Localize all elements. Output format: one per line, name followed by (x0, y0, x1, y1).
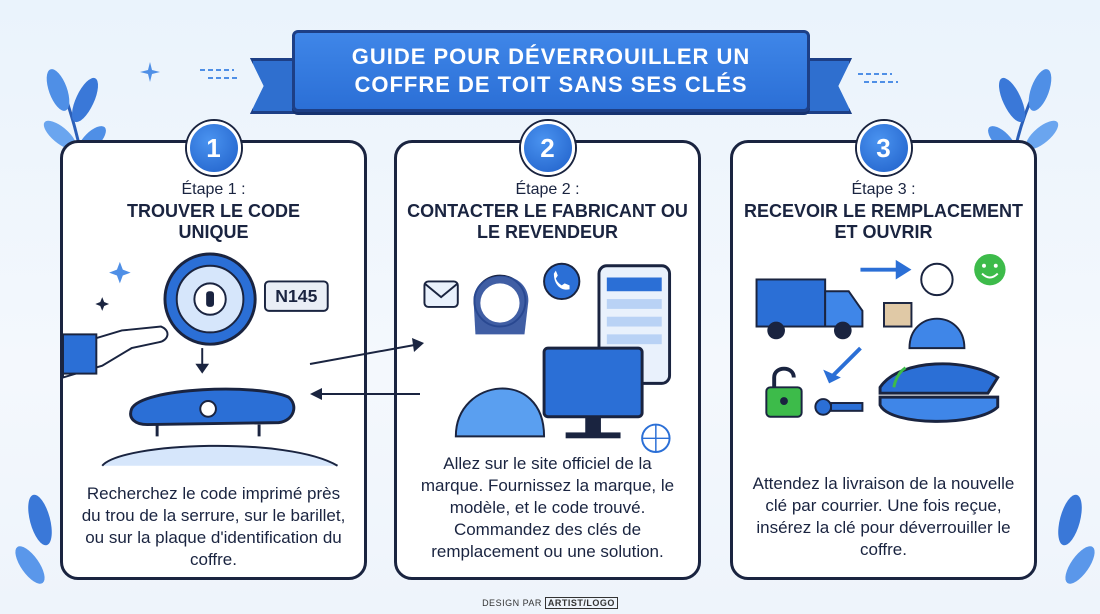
step-description: Attendez la livraison de la nouvelle clé… (752, 474, 1015, 559)
title-line-1: GUIDE POUR DÉVERROUILLER UN (351, 44, 751, 69)
lock-code-illustration: N145 (63, 252, 339, 467)
leaves-bottom-right-icon (1058, 494, 1095, 584)
title-banner: GUIDE POUR DÉVERROUILLER UN COFFRE DE TO… (292, 30, 810, 112)
step-title: TROUVER LE CODE UNIQUE (126, 201, 300, 242)
footer-prefix: DESIGN PAR (482, 598, 542, 608)
step-title: CONTACTER LE FABRICANT OU LE REVENDEUR (407, 201, 688, 242)
leaves-bottom-left-icon (15, 494, 52, 584)
step-number-badge: 2 (520, 121, 575, 175)
step-number-badge: 1 (186, 121, 241, 175)
step-card-2: 2 Étape 2 : CONTACTER LE FABRICANT OU LE… (394, 121, 701, 580)
code-tag: N145 (275, 286, 317, 306)
support-agent-illustration (423, 262, 672, 454)
step-card-3: 3 Étape 3 : RECEVOIR LE REMPLACEMENT ET … (730, 121, 1037, 580)
step-title: RECEVOIR LE REMPLACEMENT ET OUVRIR (743, 201, 1024, 242)
footer-credit: DESIGN PAR ARTIST/LOGO (0, 597, 1100, 609)
speed-lines-right-icon (858, 73, 898, 83)
sparkle-icon (140, 62, 160, 82)
step-description: Allez sur le site officiel de la marque.… (420, 454, 675, 561)
step-card-1: 1 Étape 1 : TROUVER LE CODE UNIQUE N145 … (60, 121, 367, 580)
speed-lines-left-icon (200, 69, 240, 79)
footer-logo: ARTIST/LOGO (544, 597, 618, 609)
arrow-card1-to-card2-icon (309, 338, 424, 400)
title-line-2: COFFRE DE TOIT SANS SES CLÉS (354, 72, 748, 97)
step-label: Étape 2 : (515, 181, 580, 198)
step-number-badge: 3 (856, 121, 911, 175)
step-description: Recherchez le code imprimé près du trou … (81, 484, 346, 569)
delivery-unlock-illustration (755, 253, 1006, 423)
step-label: Étape 3 : (851, 181, 916, 198)
step-label: Étape 1 : (181, 181, 246, 198)
